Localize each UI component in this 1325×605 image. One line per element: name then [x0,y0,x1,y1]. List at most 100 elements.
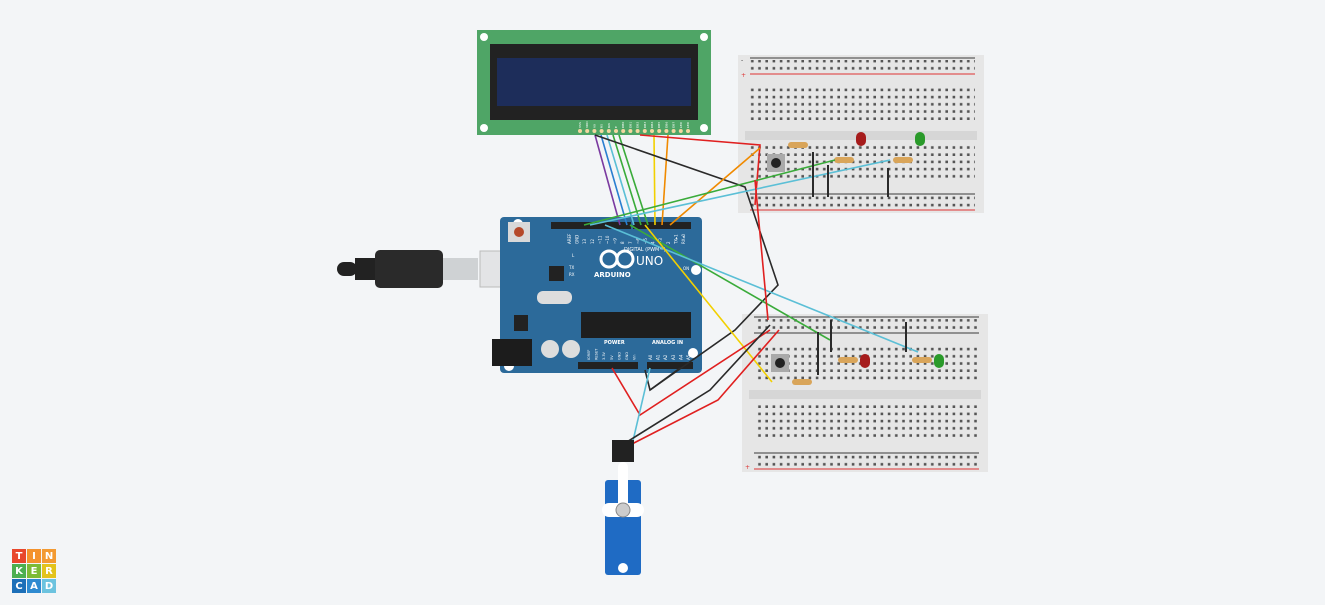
rail-plus-label: + [745,464,750,471]
lcd-pin[interactable] [686,129,690,133]
lcd-pin[interactable] [606,129,611,133]
led-green-bottom[interactable] [934,354,944,368]
power-pin-label: 5V [610,355,614,360]
lcd-pin-label: RS [600,124,604,128]
analog-pin-label: A0 [648,354,653,360]
analog-pin-label: A3 [671,354,676,360]
lcd-pin-label: RW [607,123,611,128]
arduino-model: UNO [636,254,663,268]
lcd-pin-label: V0 [592,124,596,128]
lcd-pin[interactable] [585,129,590,133]
resistor[interactable] [788,142,808,148]
lcd-pin[interactable] [578,129,582,133]
logo-letter: K [12,564,26,578]
rail-minus-label: - [741,57,743,64]
digital-pin-label: 8 [620,241,625,244]
lcd-pin[interactable] [650,129,654,133]
arduino-uno[interactable]: ARDUINO UNO DIGITAL (PWM~) POWER ANALOG … [492,217,702,373]
digital-pin-label: ~6 [635,238,640,244]
lcd-pin[interactable] [614,129,618,133]
digital-pin-label: 4 [651,241,656,244]
logo-letter: I [27,549,41,563]
lcd-pin[interactable] [628,129,633,133]
resistor[interactable] [912,357,932,363]
rx-label: RX [569,272,575,277]
analog-pin-label: A1 [656,354,661,360]
lcd-pin[interactable] [678,129,683,133]
lcd-pin[interactable] [657,129,662,133]
breadboard-bottom[interactable]: + [742,314,988,472]
lcd-pin-label: DB4 [650,122,654,128]
digital-pin-label: 13 [582,238,587,244]
lcd-pin-label: DB3 [643,122,647,128]
power-pin-label: RESET [595,348,599,360]
analog-pin-label: A4 [678,354,683,360]
logo-letter: N [42,549,56,563]
pushbutton-bottom[interactable] [771,354,789,372]
on-label: ON [683,266,689,271]
lcd-pin-label: DB0 [621,122,625,128]
logo-letter: A [27,579,41,593]
logo-letter: D [42,579,56,593]
lcd-pin-label: LED [679,121,683,128]
tx-label: TX [568,265,574,270]
lcd-pin-label: E [614,126,618,128]
lcd-pin-label: VSS [578,122,582,128]
digital-pin-label: 2 [666,241,671,244]
lcd-pin-label: DB1 [628,122,632,128]
lcd-pin[interactable] [621,129,626,133]
lcd-pin[interactable] [592,129,597,133]
digital-pin-label: 7 [628,241,633,244]
analog-pin-label: A2 [663,354,668,360]
lcd-pin-label: VDD [585,121,589,128]
logo-letter: R [42,564,56,578]
resistor[interactable] [834,157,854,163]
power-pin-label: 3.3V [602,351,606,360]
analog-label: ANALOG IN [652,340,683,346]
power-pin-label: GND [625,352,629,360]
logo-letter: C [12,579,26,593]
logo-letter: T [12,549,26,563]
digital-pin-label: ~11 [597,235,602,244]
lcd-pin-label: DB5 [657,122,661,128]
logo-letter: E [27,564,41,578]
lcd-pin-label: DB6 [664,122,668,128]
analog-header [647,362,693,369]
l-label: L [572,253,575,258]
power-header [578,362,638,369]
power-pin-label: IOREF [587,350,591,360]
power-pin-label: GND [617,352,621,360]
wires[interactable] [583,134,919,446]
led-red-top[interactable] [856,132,866,146]
power-jack [492,339,532,366]
digital-pin-label: ~3 [658,238,663,244]
lcd-pin[interactable] [635,129,640,133]
led-green-top[interactable] [915,132,925,146]
resistor[interactable] [893,157,913,163]
digital-pin-label: ~9 [613,238,618,244]
rail-plus-label: + [741,72,746,79]
digital-pin-label: GND [575,235,580,244]
digital-pin-label: AREF [567,233,572,244]
lcd-pin[interactable] [664,129,669,133]
servo-motor[interactable] [602,440,644,575]
lcd-pin[interactable] [599,129,604,133]
analog-pin-label: A5 [686,354,691,360]
lcd-pin[interactable] [642,129,647,133]
arduino-brand: ARDUINO [594,271,631,279]
digital-pin-label: TX▸1 [673,234,678,245]
resistor[interactable] [792,379,812,385]
power-label: POWER [604,340,625,346]
resistor[interactable] [838,357,858,363]
lcd-screen [497,58,691,106]
lcd-pin-label: LED [686,121,690,128]
led-red-bottom[interactable] [860,354,870,368]
lcd-pin-label: DB2 [636,122,640,128]
atmega-chip [581,312,691,338]
lcd-pin[interactable] [671,129,676,133]
power-pin-label: Vin [633,354,637,360]
pushbutton-top[interactable] [767,154,785,172]
